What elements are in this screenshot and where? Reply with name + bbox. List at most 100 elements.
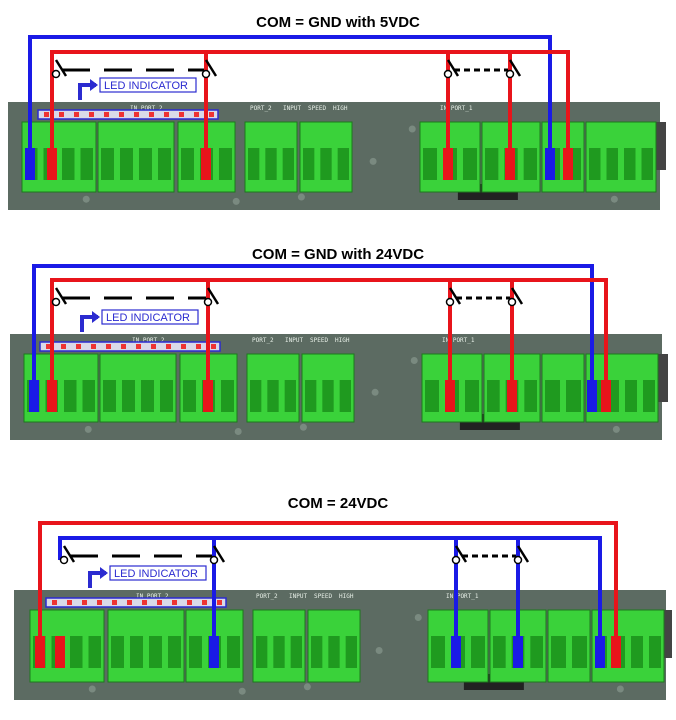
terminal-slot-3 <box>345 636 357 668</box>
led-1 <box>209 112 214 117</box>
led-2 <box>121 344 126 349</box>
terminal-slot-2 <box>322 380 334 412</box>
switch-lever-1-2 <box>508 59 522 77</box>
pcb-hole-2 <box>410 357 418 364</box>
switch-lever-2-2 <box>448 287 462 305</box>
terminal-slot-1 <box>589 148 601 180</box>
switch-contact-2-2 <box>445 297 455 307</box>
led-2 <box>181 344 186 349</box>
terminal-slot-1 <box>282 148 294 180</box>
switch-contact-2-1 <box>51 297 61 307</box>
pcb-hole-2 <box>612 425 620 433</box>
terminal-slot-1 <box>624 148 636 180</box>
terminal-slot-1 <box>320 148 332 180</box>
terminal-slot-3 <box>168 636 181 668</box>
terminal-slot-2 <box>160 380 173 412</box>
led-2 <box>106 344 111 349</box>
led-3 <box>217 600 222 605</box>
led-1 <box>194 112 199 117</box>
led-2 <box>196 344 201 349</box>
led-1 <box>44 112 49 117</box>
silk-input-1: INPUT <box>283 105 301 112</box>
terminal-slot-1 <box>337 148 349 180</box>
wire-outer-3 <box>38 521 618 660</box>
terminal-slot-2 <box>221 380 234 412</box>
terminal-slot-3 <box>649 636 661 668</box>
terminal-slot-3 <box>111 636 124 668</box>
terminal-slot-3 <box>130 636 143 668</box>
led-2 <box>76 344 81 349</box>
terminal-marker-outer-left-3 <box>35 636 45 668</box>
terminal-slot-1 <box>101 148 114 180</box>
terminal-marker-drop-2-3 <box>507 380 517 412</box>
silk-port2-1: PORT_2 <box>250 105 272 112</box>
terminal-marker-drop-3-1 <box>209 636 219 668</box>
terminal-slot-3 <box>631 636 643 668</box>
terminal-slot-1 <box>641 148 653 180</box>
led-1 <box>59 112 64 117</box>
terminal-slot-2 <box>545 380 560 412</box>
switch-contact-1-2 <box>443 69 453 79</box>
pcb-hole-1 <box>408 125 416 133</box>
terminal-slot-1 <box>303 148 315 180</box>
led-3 <box>67 600 72 605</box>
led-1 <box>74 112 79 117</box>
terminal-marker-drop-2-1 <box>203 380 213 412</box>
silk-high-1: HIGH <box>333 105 348 112</box>
diagram-title-2: COM = GND with 24VDC <box>251 246 425 263</box>
led-3 <box>172 600 177 605</box>
diagram-title-1: COM = GND with 5VDC <box>256 14 420 31</box>
switch-lever-3-2 <box>516 545 530 563</box>
switch-lever-1-1 <box>204 59 218 77</box>
terminal-slot-1 <box>158 148 171 180</box>
terminal-slot-2 <box>103 380 116 412</box>
led-2 <box>91 344 96 349</box>
led-3 <box>202 600 207 605</box>
terminal-slot-3 <box>311 636 323 668</box>
terminal-slot-1 <box>523 148 537 180</box>
led-2 <box>46 344 51 349</box>
terminal-slot-2 <box>82 380 95 412</box>
led-1 <box>119 112 124 117</box>
silk-in-port2-1: IN PORT_2 <box>130 105 163 112</box>
led-strip-3 <box>45 597 227 608</box>
terminal-slot-2 <box>305 380 317 412</box>
pcb-hole-3 <box>616 685 624 693</box>
terminal-slot-1 <box>139 148 152 180</box>
led-1 <box>134 112 139 117</box>
terminal-marker-drop-3-2 <box>451 636 461 668</box>
terminal-slot-2 <box>267 380 279 412</box>
terminal-slot-3 <box>572 636 587 668</box>
silk-high-2: HIGH <box>335 337 350 344</box>
terminal-slot-3 <box>530 636 543 668</box>
terminal-marker-outer-right-2 <box>587 380 597 412</box>
switch-lever-1-1 <box>54 59 68 77</box>
switch-lever-2-1 <box>54 287 68 305</box>
switch-lever-3-1 <box>62 545 76 563</box>
switch-contact-3-1 <box>59 555 69 565</box>
pcb-hole-3 <box>303 683 311 691</box>
terminal-slot-2 <box>625 380 637 412</box>
led-2 <box>136 344 141 349</box>
led-3 <box>112 600 117 605</box>
terminal-marker-inner-right-2 <box>601 380 611 412</box>
wire-inner-3 <box>58 536 602 660</box>
switch-lever-1-2 <box>446 59 460 77</box>
led-indicator-box-2 <box>101 309 199 325</box>
led-indicator-label-2: LED INDICATOR <box>106 312 190 324</box>
terminal-marker-drop-1-2 <box>443 148 453 180</box>
terminal-marker-outer-right-3 <box>611 636 621 668</box>
terminal-slot-3 <box>256 636 268 668</box>
silk-speed-1: SPEED <box>308 105 326 112</box>
switch-contact-1-1 <box>201 69 211 79</box>
silk-in-port2-2: IN PORT_2 <box>132 337 165 344</box>
terminal-slot-2 <box>183 380 196 412</box>
switch-contact-1-1 <box>51 69 61 79</box>
pcb-hole-1 <box>82 195 90 203</box>
terminal-slot-3 <box>551 636 566 668</box>
led-2 <box>151 344 156 349</box>
terminal-slot-3 <box>149 636 162 668</box>
led-indicator-label-1: LED INDICATOR <box>104 80 188 92</box>
terminal-slot-1 <box>62 148 75 180</box>
pcb-hole-1 <box>232 197 240 205</box>
